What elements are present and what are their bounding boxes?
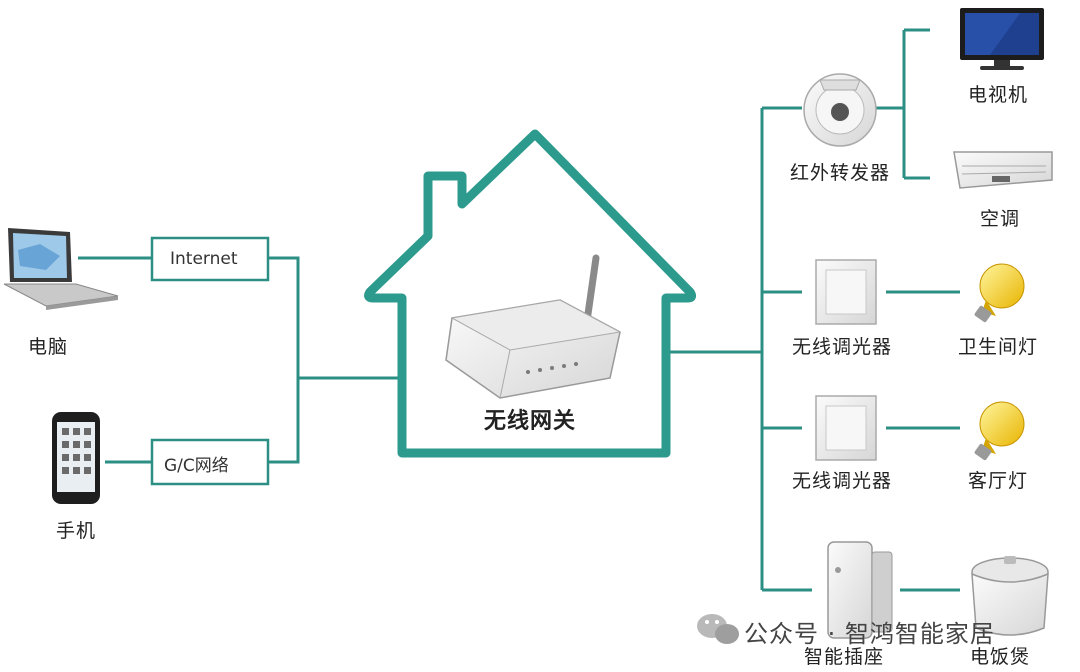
right-connections bbox=[668, 28, 960, 592]
watermark: 公众号 · 智鸿智能家居 bbox=[744, 614, 995, 649]
wechat-icon bbox=[697, 614, 739, 644]
dimmer-switch-2-icon bbox=[815, 395, 877, 461]
air-conditioner-icon bbox=[953, 151, 1053, 189]
internet-box-label: Internet bbox=[170, 249, 238, 269]
rice-cooker-icon bbox=[971, 556, 1049, 636]
living-light-label: 客厅灯 bbox=[968, 470, 1029, 492]
ir-repeater-icon bbox=[803, 73, 877, 147]
gc-network-box-label: G/C网络 bbox=[164, 456, 229, 476]
bathroom-light-label: 卫生间灯 bbox=[958, 336, 1039, 358]
smart-plug-label: 智能插座 bbox=[804, 646, 885, 668]
tv-icon bbox=[960, 8, 1044, 70]
internet-box bbox=[150, 236, 270, 282]
ir-repeater-label: 红外转发器 bbox=[790, 162, 891, 184]
gateway-label: 无线网关 bbox=[484, 409, 577, 434]
dimmer-1-label: 无线调光器 bbox=[792, 336, 893, 358]
router-icon bbox=[445, 254, 622, 399]
dimmer-switch-1-icon bbox=[815, 259, 877, 325]
phone-icon bbox=[52, 412, 100, 504]
computer-label: 电脑 bbox=[28, 336, 69, 358]
laptop-icon bbox=[3, 228, 119, 310]
bathroom-light-icon bbox=[974, 263, 1025, 323]
rice-cooker-label: 电饭煲 bbox=[970, 646, 1031, 668]
tv-label: 电视机 bbox=[968, 84, 1029, 106]
left-connections bbox=[78, 256, 400, 464]
watermark-text: 公众号 · 智鸿智能家居 bbox=[744, 620, 995, 648]
living-room-light-icon bbox=[974, 401, 1025, 461]
smart-plug-icon bbox=[827, 541, 893, 639]
dimmer-2-label: 无线调光器 bbox=[792, 470, 893, 492]
ac-label: 空调 bbox=[980, 208, 1021, 230]
phone-label: 手机 bbox=[56, 520, 97, 542]
gc-network-box bbox=[150, 438, 270, 486]
